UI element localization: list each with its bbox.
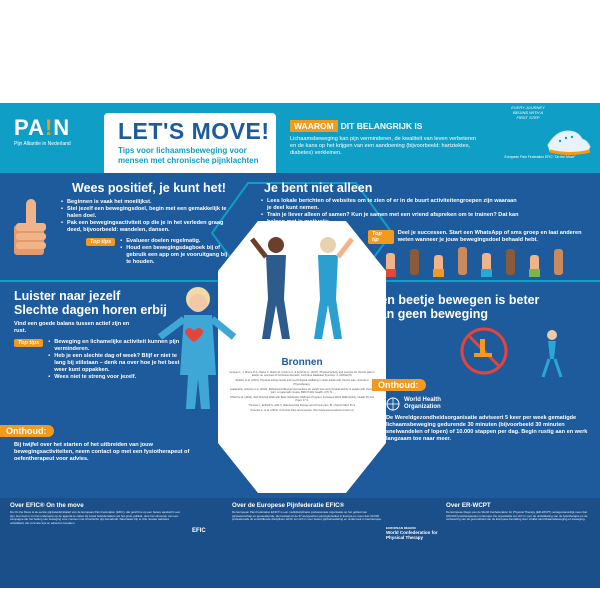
poster-title: LET'S MOVE! [118, 118, 270, 144]
raised-hands-icon [385, 247, 563, 277]
panel-listen: Luister naar jezelf Slechte dagen horen … [14, 289, 219, 381]
no-sitting-walking-illustration [460, 327, 563, 378]
panel-listen-heading-1: Luister naar jezelf [14, 289, 121, 303]
source-ref: Kroenke K, et al. (2013). A Chronic Pain… [250, 409, 354, 413]
footer-efic-on-move-heading: Over EFIC® On the move [10, 502, 84, 509]
footer-efic: Over de Europese Pijnfederatie EFIC® De … [232, 502, 382, 522]
panel-not-alone: Je bent niet alleen Lees lokale berichte… [258, 181, 594, 277]
journey-badge-text: EVERY JOURNEY BEGINS WITH A FIRST STEP [511, 105, 545, 120]
efic-logo-text: EFIC [192, 528, 206, 534]
logo-text-pa: PA [14, 115, 45, 140]
footer-wcpt-heading: Over ER-WCPT [446, 502, 491, 509]
poster-footer: Over EFIC® On the move De On the Move is… [0, 498, 600, 588]
poster-header: PA!N Pijn Alliantie in Nederland LET'S M… [0, 103, 600, 173]
wcpt-name-text: World Confederation for Physical Therapy [386, 530, 438, 540]
source-ref: Thomas C, Eckhoff S. (2017). Role Exerci… [248, 404, 356, 408]
sources-heading: Bronnen [281, 357, 323, 368]
thumbs-up-icon [14, 199, 46, 255]
source-ref: Leadership, Gelinck et al. (2019). Behav… [229, 387, 375, 395]
efic-logo: EFIC [192, 528, 206, 534]
logo-subtitle: Pijn Alliantie in Nederland [14, 141, 71, 147]
top-tip-badge: Top tip [368, 230, 394, 244]
source-ref: Stubbs, et al. (2016). Physical activity… [235, 379, 369, 386]
sources-hexagon: Bronnen Geneen L, J, Moore R A, Clarke C… [218, 221, 386, 493]
pain-alliance-logo: PA!N Pijn Alliantie in Nederland [14, 115, 71, 148]
stretching-people-illustration [250, 237, 354, 339]
source-ref: Geneen L, J, Moore R A, Clarke C, Martin… [229, 371, 375, 378]
footer-wcpt-text: De Europese Regio van de World Confedera… [446, 510, 588, 522]
panel-listen-reminder-text: Bij twijfel over het starten of het uitb… [14, 442, 190, 462]
wcpt-region-text: EUROPEAN REGION [386, 526, 416, 530]
title-card: LET'S MOVE! Tips voor lichaamsbeweging v… [104, 113, 276, 173]
panel-not-alone-tip: Deel je successen. Start een WhatsApp of… [397, 230, 582, 243]
source-ref: O'Neill et al. (2016). Self Directed Wal… [229, 395, 375, 403]
footer-wcpt: Over ER-WCPT De Europese Regio van de Wo… [446, 502, 592, 522]
onthoud-label: Onthoud: [372, 379, 427, 391]
sneaker-icon [547, 130, 591, 155]
who-globe-icon [386, 397, 400, 411]
panel-be-positive-heading: Wees positief, je kunt het! [72, 181, 226, 195]
list-item: Beweging en lichamelijke activiteit kunn… [47, 339, 187, 353]
panel-not-alone-heading: Je bent niet alleen [264, 181, 373, 195]
sources-list: Bronnen Geneen L, J, Moore R A, Clarke C… [228, 357, 376, 414]
panel-listen-heading-2: Slechte dagen horen erbij [14, 303, 167, 317]
list-item: Houd een bewegingsdagboek bij of gebruik… [119, 245, 229, 266]
list-item: Wees niet te streng voor jezelf. [47, 374, 187, 381]
list-item: Pak een bewegingsactiviteit op die je in… [60, 220, 235, 234]
list-item: Lees lokale berichten of websites om te … [260, 198, 520, 212]
why-text: Lichaamsbeweging kan pijn verminderen, d… [290, 136, 476, 156]
panel-listen-reminder: Onthoud: Bij twijfel over het starten of… [0, 421, 214, 463]
panel-be-positive: Wees positief, je kunt het! Beginnen is … [12, 181, 237, 266]
footer-efic-heading: Over de Europese Pijnfederatie EFIC® [232, 502, 345, 509]
why-heading: DIT BELANGRIJK IS [340, 121, 423, 131]
wcpt-logo: EUROPEAN REGION World Confederation for … [386, 526, 442, 540]
footer-efic-on-move: Over EFIC® On the move De On the Move is… [10, 502, 182, 526]
who-logo-text: World Health Organization [404, 397, 441, 410]
panel-little-movement-heading: Een beetje bewegen is beter dan geen bew… [372, 293, 540, 321]
onthoud-label: Onthoud: [0, 425, 55, 437]
journey-badge-caption: European Pain Federation EFIC "On the Mo… [504, 155, 576, 159]
person-heart-illustration [157, 287, 236, 409]
panel-be-positive-tips: Evalueer doelen regelmatig. Houd een bew… [119, 238, 229, 266]
poster: PA!N Pijn Alliantie in Nederland LET'S M… [0, 103, 600, 498]
panel-be-positive-list: Beginnen is vaak het moeilijkst. Stel je… [60, 199, 235, 234]
logo-text-bang: ! [44, 115, 54, 140]
poster-subtitle: Tips voor lichaamsbeweging voor mensen m… [118, 146, 259, 165]
top-tips-badge: Top tips [14, 339, 44, 347]
panel-little-movement: Een beetje bewegen is beter dan geen bew… [372, 293, 596, 321]
footer-efic-on-move-text: De On the Move is de eerste pijnbeleidsi… [10, 510, 181, 526]
top-tips-badge: Top tips [86, 238, 116, 246]
footer-efic-text: De European Pain Federation EFIC® is een… [232, 510, 382, 522]
panel-listen-list: Beweging en lichamelijke activiteit kunn… [47, 339, 187, 381]
list-item: Stel jezelf een bewegingsdoel, begin met… [60, 206, 235, 220]
list-item: Beginnen is vaak het moeilijkst. [60, 199, 235, 206]
panel-little-movement-reminder: Onthoud: World Health Organization De We… [372, 375, 596, 443]
panel-little-movement-text: De Wereldgezondheidsorganisatie adviseer… [386, 415, 588, 442]
hexagon-shape [218, 221, 386, 493]
why-tag: WAAROM [290, 120, 338, 132]
list-item: Evalueer doelen regelmatig. [119, 238, 229, 245]
list-item: Heb je een slechte dag of week? Blijf er… [47, 353, 187, 374]
logo-text-n: N [53, 115, 71, 140]
journey-badge: EVERY JOURNEY BEGINS WITH A FIRST STEP E… [486, 103, 596, 173]
panel-listen-intro: Vind een goede balans tussen actief zijn… [14, 321, 130, 334]
